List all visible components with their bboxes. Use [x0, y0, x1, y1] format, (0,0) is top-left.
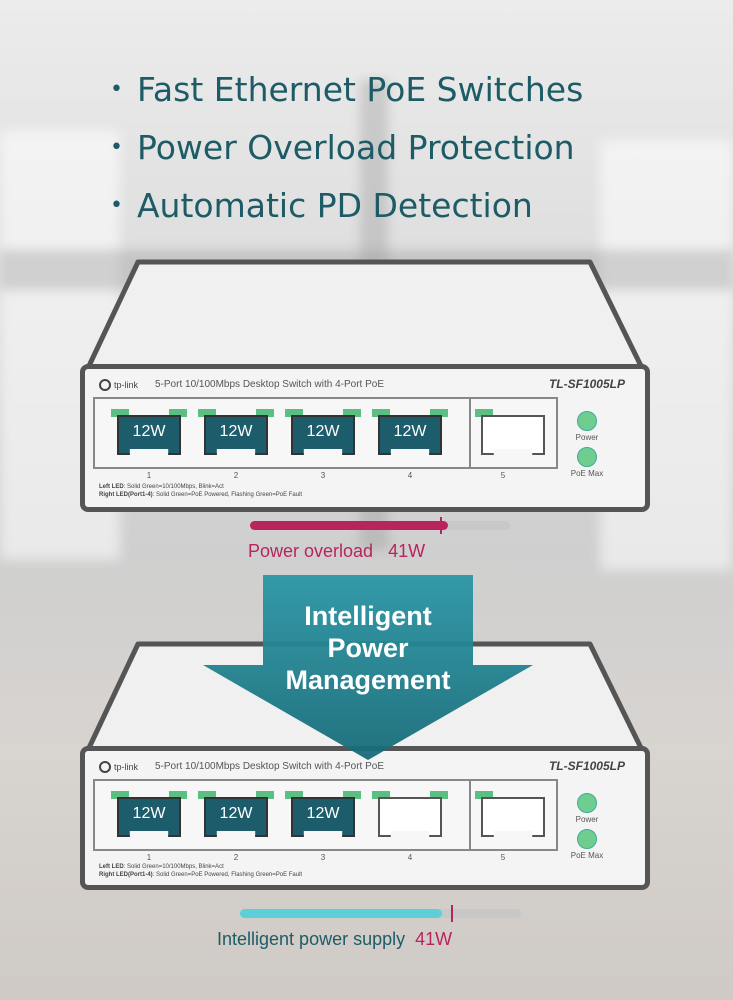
feature-list: •Fast Ethernet PoE Switches •Power Overl…: [110, 60, 583, 234]
port-load: 12W: [219, 423, 253, 440]
overload-meter: [250, 517, 510, 534]
switch-description: 5-Port 10/100Mbps Desktop Switch with 4-…: [155, 761, 384, 772]
port-number: 1: [146, 471, 152, 480]
port-load: 12W: [306, 805, 340, 822]
port-2: 12W: [198, 409, 274, 455]
arrow-label: Intelligent Power Management: [285, 601, 451, 695]
feature-text: Fast Ethernet PoE Switches: [136, 69, 584, 109]
tp-link-logo: tp-link: [99, 379, 138, 391]
led-legend: Left LED: Solid Green=10/100Mbps, Blink=…: [99, 484, 303, 498]
switch-front-panel: tp-link 5-Port 10/100Mbps Desktop Switch…: [80, 364, 650, 512]
port-3: 12W: [285, 409, 361, 455]
port-5: [475, 409, 551, 455]
feature-item: •Power Overload Protection: [110, 127, 575, 167]
port-4: 12W: [372, 409, 448, 455]
power-indicator: Power: [576, 411, 607, 442]
port-number: 4: [407, 471, 413, 480]
port-load: 12W: [132, 805, 166, 822]
port-number: 2: [233, 471, 239, 480]
led-legend: Left LED: Solid Green=10/100Mbps, Blink=…: [99, 864, 303, 878]
poe-max-indicator: PoE Max: [571, 447, 607, 478]
port-1: 12W: [111, 791, 187, 837]
port-number: 3: [320, 853, 326, 862]
port-number: 5: [500, 471, 506, 480]
port-number: 4: [407, 853, 413, 862]
switch-top-outline: [85, 259, 645, 370]
switch-description: 5-Port 10/100Mbps Desktop Switch with 4-…: [155, 379, 384, 390]
overload-meter-fill: [250, 521, 448, 530]
port-number: 1: [146, 853, 152, 862]
port-number: 2: [233, 853, 239, 862]
port-2: 12W: [198, 791, 274, 837]
poe-max-indicator: PoE Max: [571, 829, 607, 860]
port-3: 12W: [285, 791, 361, 837]
tp-link-logo: tp-link: [99, 761, 138, 773]
port-load: 12W: [306, 423, 340, 440]
switch-model: TL-SF1005LP: [548, 377, 625, 391]
port-1: 12W: [111, 409, 187, 455]
down-arrow-icon: [203, 575, 533, 760]
feature-text: Automatic PD Detection: [136, 185, 533, 225]
switch-front-panel: tp-link 5-Port 10/100Mbps Desktop Switch…: [80, 746, 650, 890]
port-load: 12W: [219, 805, 253, 822]
port-load: 12W: [393, 423, 427, 440]
intelligent-meter: [240, 905, 521, 922]
feature-item: •Automatic PD Detection: [110, 185, 533, 225]
overload-caption: Power overload 41W: [248, 541, 426, 561]
intelligent-limit-mark: [450, 905, 453, 922]
port-panel: 12W 12W 12W 12W 1 2: [93, 397, 558, 480]
port-load: 12W: [132, 423, 166, 440]
port-number: 3: [320, 471, 326, 480]
switch-model: TL-SF1005LP: [548, 759, 625, 773]
feature-item: •Fast Ethernet PoE Switches: [110, 69, 584, 109]
feature-text: Power Overload Protection: [136, 127, 575, 167]
port-number: 5: [500, 853, 506, 862]
intelligent-meter-fill: [240, 909, 443, 918]
port-5: [475, 791, 551, 837]
overload-limit-mark: [439, 517, 442, 534]
intelligent-caption: Intelligent power supply 41W: [217, 929, 453, 949]
port-panel: 12W 12W 12W 1 2 3: [93, 779, 558, 862]
port-4: [372, 791, 448, 837]
power-indicator: Power: [576, 793, 607, 824]
